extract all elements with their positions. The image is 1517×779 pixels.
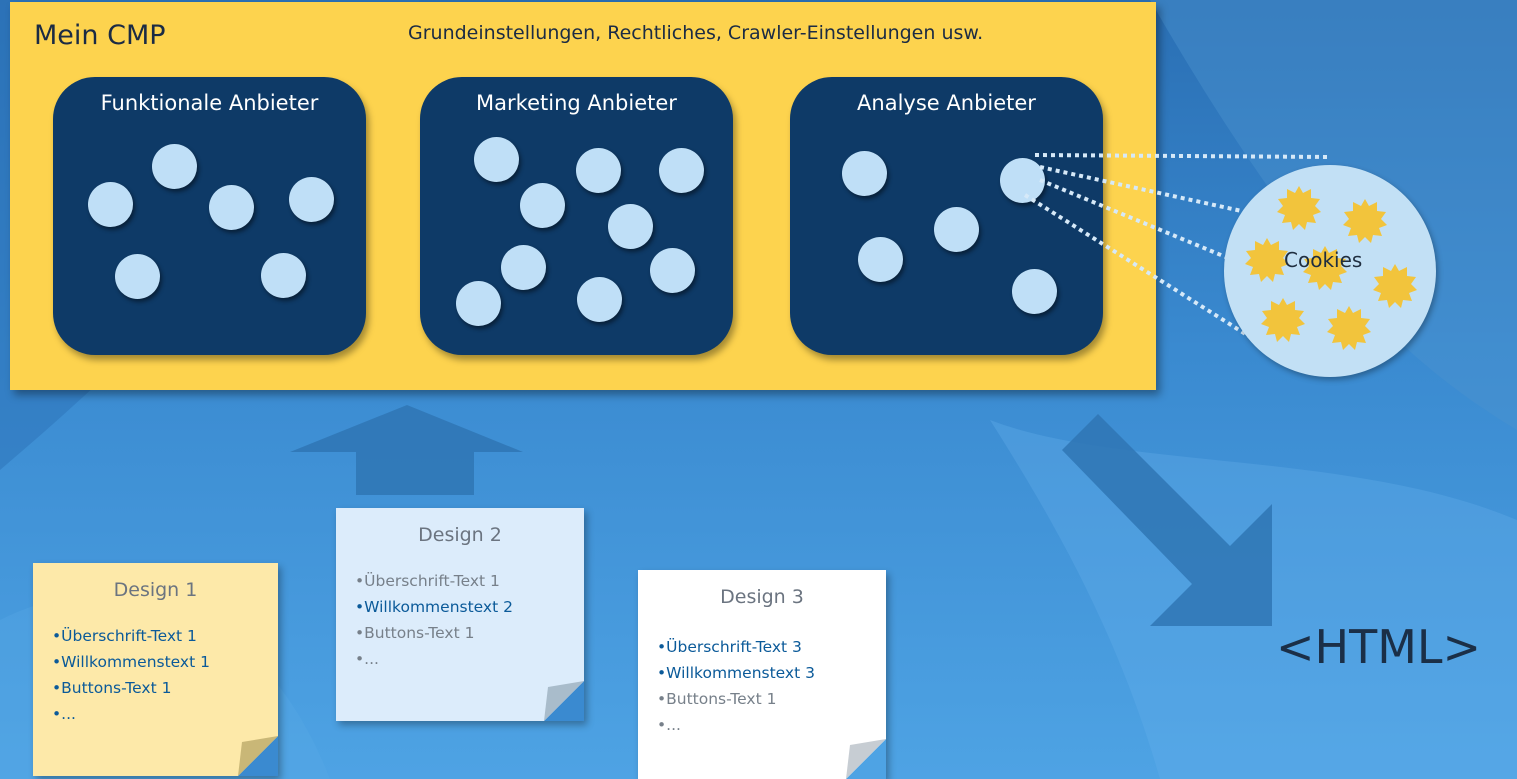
vendor-dot (289, 177, 334, 222)
vendor-dot-connected (1000, 158, 1045, 203)
note-line: •Überschrift-Text 3 (657, 638, 802, 656)
vendor-dot (577, 277, 622, 322)
cmp-container: Mein CMP Grundeinstellungen, Rechtliches… (10, 2, 1156, 390)
note-line: •Buttons-Text 1 (657, 690, 777, 708)
diagonal-arrow (1062, 414, 1272, 626)
vendor-dot (842, 151, 887, 196)
html-output-label: <HTML> (1276, 620, 1482, 674)
note-line: •... (657, 716, 681, 734)
vendor-dot (474, 137, 519, 182)
note-line: •Willkommenstext 3 (657, 664, 815, 682)
design-note-2: Design 2 •Überschrift-Text 1 •Willkommen… (336, 508, 584, 721)
cookie-icon (1373, 264, 1417, 308)
vendor-dot (520, 183, 565, 228)
note-line: •... (52, 705, 76, 723)
cookies-label: Cookies (1284, 248, 1363, 272)
note-line: •Willkommenstext 2 (355, 598, 513, 616)
cookie-icon (1261, 298, 1305, 342)
cmp-subtitle: Grundeinstellungen, Rechtliches, Crawler… (408, 22, 984, 44)
vendor-dot (501, 245, 546, 290)
vendor-group-analytics: Analyse Anbieter (790, 77, 1103, 355)
note-line: •Überschrift-Text 1 (355, 572, 500, 590)
vendor-dot (1012, 269, 1057, 314)
vendor-dot (576, 148, 621, 193)
cookie-icon (1303, 246, 1347, 290)
vendor-dot (659, 148, 704, 193)
cookie-icon (1343, 199, 1387, 243)
vendor-dot (650, 248, 695, 293)
vendor-dot (456, 281, 501, 326)
vendor-dot (152, 144, 197, 189)
up-arrow (290, 405, 523, 495)
cookie-icon (1277, 186, 1321, 230)
page-fold (238, 736, 278, 776)
vendor-dot (608, 204, 653, 249)
vendor-dot (209, 185, 254, 230)
note-title: Design 3 (720, 586, 804, 608)
note-line: •Überschrift-Text 1 (52, 627, 197, 645)
cmp-title: Mein CMP (34, 20, 166, 51)
note-line: •Buttons-Text 1 (52, 679, 172, 697)
page-fold (544, 681, 584, 721)
cookies-jar: Cookies (1224, 165, 1436, 377)
design-note-1: Design 1 •Überschrift-Text 1 •Willkommen… (33, 563, 278, 776)
note-title: Design 2 (418, 524, 502, 546)
vendor-dot (261, 253, 306, 298)
vendor-dot (115, 254, 160, 299)
note-line: •... (355, 650, 379, 668)
vendor-dot (88, 182, 133, 227)
note-line: •Willkommenstext 1 (52, 653, 210, 671)
vendor-group-title: Analyse Anbieter (857, 91, 1036, 115)
vendor-dot (858, 237, 903, 282)
vendor-group-title: Marketing Anbieter (476, 91, 677, 115)
vendor-group-functional: Funktionale Anbieter (53, 77, 366, 355)
design-note-3: Design 3 •Überschrift-Text 3 •Willkommen… (638, 570, 886, 779)
note-line: •Buttons-Text 1 (355, 624, 475, 642)
vendor-dot (934, 207, 979, 252)
note-title: Design 1 (113, 579, 198, 601)
cookie-icon (1245, 238, 1289, 282)
page-fold (846, 739, 886, 779)
cookie-icon (1327, 306, 1371, 350)
vendor-group-marketing: Marketing Anbieter (420, 77, 733, 355)
vendor-group-title: Funktionale Anbieter (100, 91, 319, 115)
